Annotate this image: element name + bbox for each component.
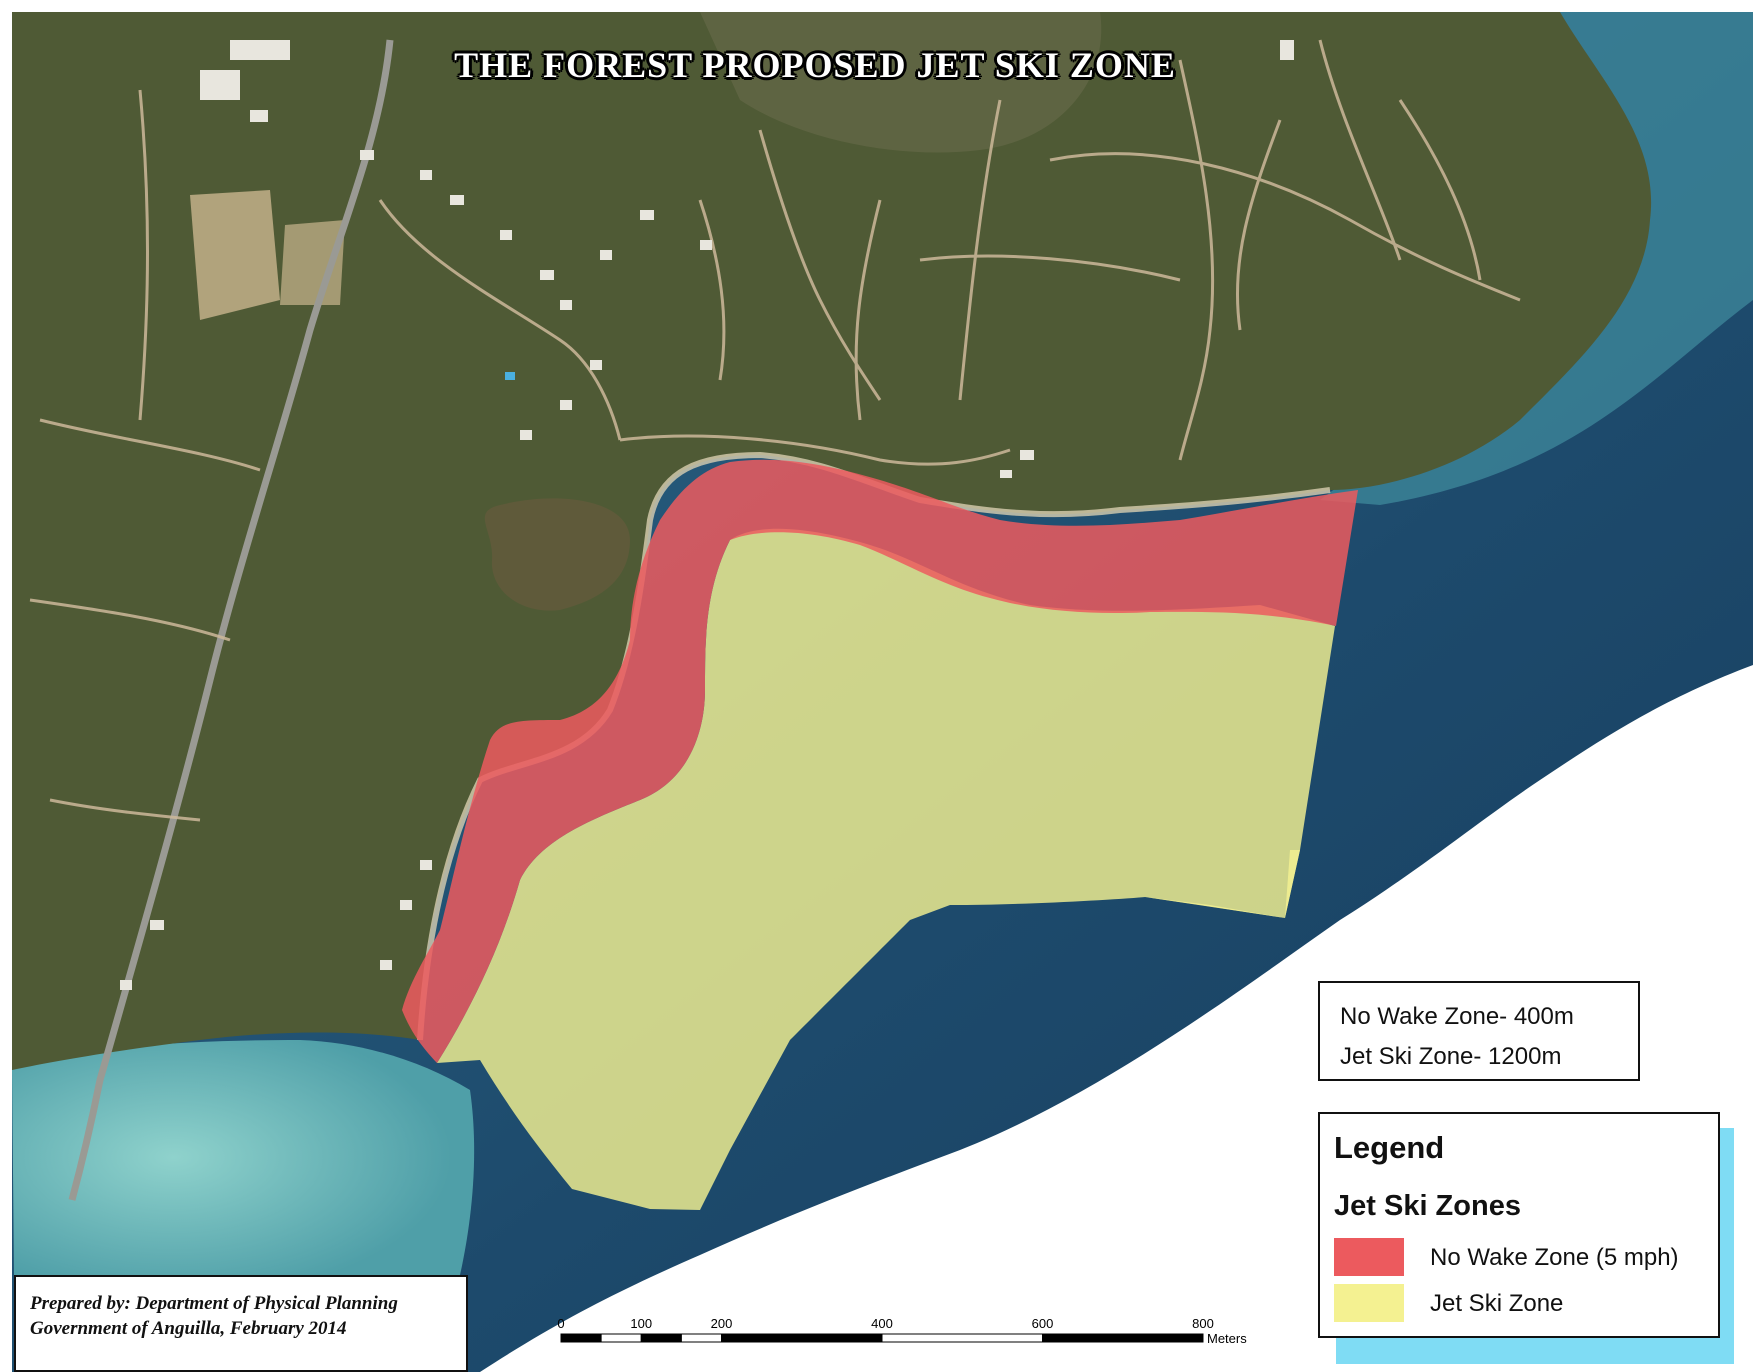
- credit-box: Prepared by: Department of Physical Plan…: [14, 1275, 468, 1372]
- credit-line-1: Prepared by: Department of Physical Plan…: [30, 1293, 398, 1314]
- scale-bar-segment: [881, 1333, 1043, 1343]
- no-wake-zone[interactable]: [402, 459, 1358, 1063]
- scale-bar-segment: [721, 1333, 883, 1343]
- dry-scrub: [700, 12, 1102, 153]
- jet-ski-zone[interactable]: [437, 528, 1335, 1210]
- scale-bar-segment: [600, 1333, 642, 1343]
- scale-bar-segment: [680, 1333, 722, 1343]
- scale-bar: 0 100 200 400 600 800 Meters: [557, 1316, 1247, 1346]
- quarry-area: [190, 190, 280, 320]
- scale-bar-tick-label: 600: [1032, 1316, 1054, 1331]
- zone-info-box: No Wake Zone- 400m Jet Ski Zone- 1200m: [1318, 981, 1640, 1081]
- legend-title: Legend: [1334, 1130, 1445, 1165]
- scale-bar-tick-label: 100: [630, 1316, 652, 1331]
- quarry-area-2: [280, 220, 345, 305]
- scale-bar-segment: [1042, 1333, 1204, 1343]
- reef-shallows: [1320, 12, 1753, 505]
- lagoon: [12, 1040, 475, 1275]
- buildings: [120, 40, 1294, 990]
- dirt-tracks: [29, 39, 1521, 822]
- scale-bar-tick-label: 800: [1192, 1316, 1214, 1331]
- scale-bar-tick-label: 0: [557, 1316, 564, 1331]
- pond: [484, 498, 630, 611]
- legend-item-label: No Wake Zone (5 mph): [1430, 1244, 1679, 1271]
- scale-bar-segment: [560, 1333, 602, 1343]
- no-wake-swatch: [1334, 1238, 1404, 1276]
- scale-bar-segment: [640, 1333, 682, 1343]
- main-road: [68, 39, 394, 1201]
- jet-ski-swatch: [1334, 1284, 1404, 1322]
- legend-box: Legend Jet Ski Zones No Wake Zone (5 mph…: [1318, 1112, 1720, 1338]
- info-jet-ski-line: Jet Ski Zone- 1200m: [1340, 1043, 1562, 1070]
- legend-item-label: Jet Ski Zone: [1430, 1290, 1564, 1317]
- scale-bar-tick-label: 400: [871, 1316, 893, 1331]
- legend-subtitle: Jet Ski Zones: [1334, 1190, 1521, 1222]
- blue-pool: [505, 372, 515, 380]
- credit-line-2: Government of Anguilla, February 2014: [30, 1318, 347, 1339]
- scale-bar-unit: Meters: [1207, 1331, 1247, 1346]
- map-title: THE FOREST PROPOSED JET SKI ZONE: [454, 45, 1176, 85]
- scale-bar-tick-label: 200: [711, 1316, 733, 1331]
- land-mass: [12, 12, 1652, 1070]
- info-no-wake-line: No Wake Zone- 400m: [1340, 1003, 1574, 1030]
